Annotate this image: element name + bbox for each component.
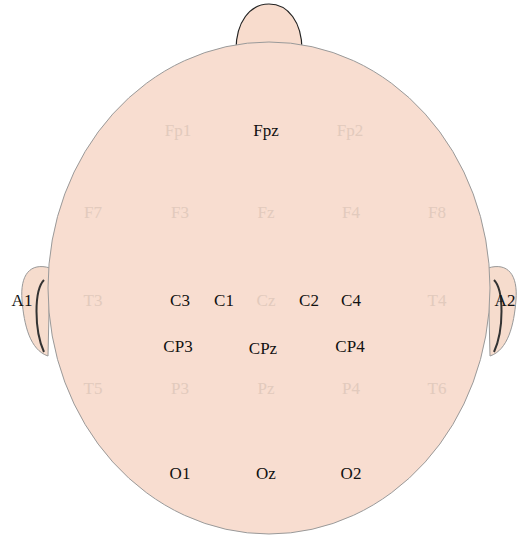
electrode-label: Fpz (253, 122, 279, 139)
electrode-label: CP4 (335, 338, 364, 355)
electrode-label: Pz (258, 380, 275, 397)
electrode-label: O2 (341, 465, 362, 482)
electrode-label: CPz (249, 340, 277, 357)
right-ear (488, 267, 516, 356)
electrode-label: F4 (342, 204, 360, 221)
electrode-label: Cz (257, 292, 276, 309)
left-ear-fold (37, 280, 45, 352)
electrode-label: P4 (342, 380, 360, 397)
electrode-label: F8 (428, 204, 446, 221)
electrode-label: Oz (256, 465, 276, 482)
electrode-label: Fp1 (165, 122, 191, 139)
electrode-label: C1 (214, 292, 234, 309)
electrode-label: A2 (495, 292, 516, 309)
electrode-label: O1 (170, 465, 191, 482)
electrode-label: C4 (341, 292, 361, 309)
left-ear (22, 267, 50, 356)
electrode-label: C2 (299, 292, 319, 309)
head-outline (48, 42, 490, 534)
electrode-label: T5 (84, 380, 103, 397)
electrode-label: A1 (12, 292, 33, 309)
electrode-label: CP3 (163, 338, 192, 355)
electrode-label: C3 (170, 292, 190, 309)
electrode-label: T4 (428, 292, 447, 309)
electrode-label: F3 (171, 204, 189, 221)
electrode-label: Fp2 (337, 122, 363, 139)
electrode-label: T6 (428, 380, 447, 397)
electrode-label: Fz (258, 204, 275, 221)
electrode-label: P3 (171, 380, 189, 397)
electrode-label: F7 (84, 204, 102, 221)
electrode-label: T3 (84, 292, 103, 309)
